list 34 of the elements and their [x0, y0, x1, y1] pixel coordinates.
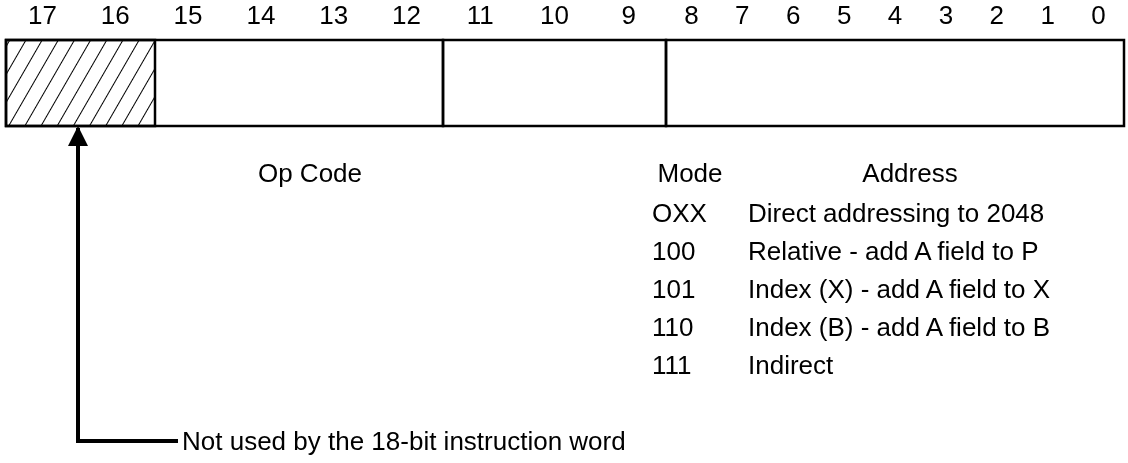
bit-number: 6 [785, 2, 802, 28]
mode-table-text: OXX [652, 200, 707, 226]
mode-table-text: Indirect [748, 352, 834, 378]
field-heading: Op Code [256, 160, 364, 186]
bit-number: 5 [835, 2, 853, 28]
mode-table-text: 111 [652, 352, 692, 378]
mode-table-text: 101 [652, 276, 696, 302]
bit-number: 13 [318, 2, 350, 28]
bit-number: 1 [1039, 2, 1056, 28]
mode-table-text: 100 [652, 238, 696, 264]
note-text: Not used by the 18-bit instruction word [182, 428, 626, 454]
bit-number: 7 [734, 2, 751, 28]
leader-arrow [68, 126, 178, 443]
bit-number: 2 [988, 2, 1005, 28]
mode-table-text: Direct addressing to 2048 [748, 200, 1045, 226]
bit-number: 16 [99, 2, 131, 28]
bit-number: 14 [245, 2, 277, 28]
mode-table-text: 110 [652, 314, 694, 340]
bit-number: 10 [539, 2, 570, 28]
hatched-bits [4, 38, 157, 128]
bit-number: 9 [620, 2, 638, 28]
field-heading: Mode [656, 160, 724, 186]
mode-table-text: Index (B) - add A field to B [748, 314, 1051, 340]
bit-number: 12 [391, 2, 423, 28]
mode-table-text: Index (X) - add A field to X [748, 276, 1051, 302]
bit-number: 8 [683, 2, 700, 28]
bit-number: 3 [937, 2, 955, 28]
bit-number: 4 [886, 2, 904, 28]
bit-number: 0 [1090, 2, 1107, 28]
field-heading: Address [861, 160, 959, 186]
bit-number: 15 [172, 2, 204, 28]
bit-number: 11 [465, 2, 495, 28]
mode-table-text: Relative - add A field to P [748, 238, 1039, 264]
bit-number: 17 [26, 2, 58, 28]
